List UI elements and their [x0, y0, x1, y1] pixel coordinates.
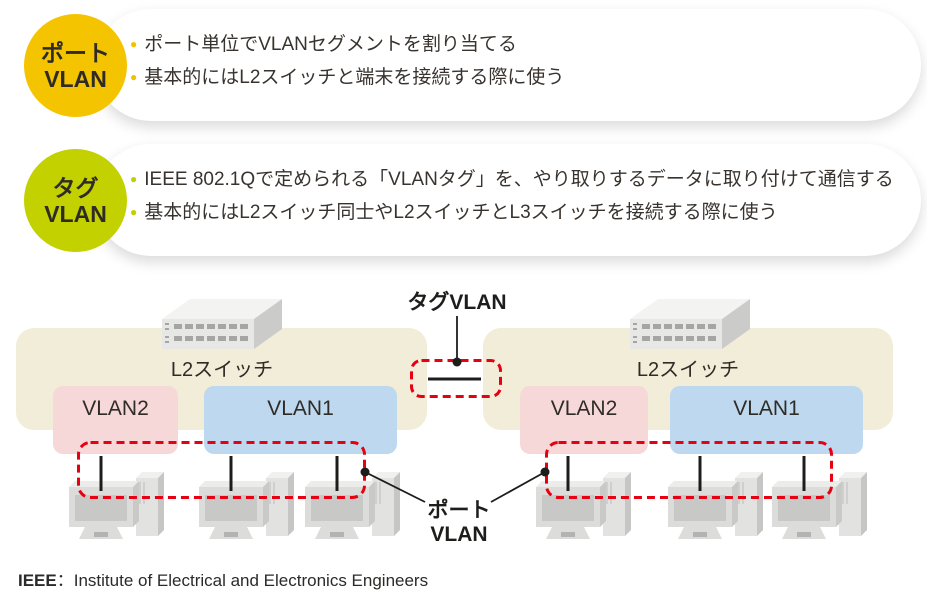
computer-illustration: [536, 472, 631, 539]
footnote-separator: ：: [56, 571, 74, 590]
bullet-item: ● 基本的にはL2スイッチと端末を接続する際に使う: [130, 61, 564, 94]
footnote: IEEE：Institute of Electrical and Electro…: [18, 566, 428, 591]
bullet-text: IEEE 802.1Qで定められる「VLANタグ」を、やり取りするデータに取り付…: [144, 169, 894, 190]
footnote-definition: Institute of Electrical and Electronics …: [73, 571, 429, 590]
port-vlan-label-line: ポート: [427, 499, 491, 522]
switch-ports: [633, 323, 716, 343]
port-vlan-info-card: ● ポート単位でVLANセグメントを割り当てる ● 基本的にはL2スイッチと端末を接…: [95, 9, 921, 121]
switch-illustration: [162, 299, 282, 349]
computer-illustration: [69, 472, 164, 539]
bullet-dot-icon: ●: [130, 70, 138, 84]
left-vlan2-box: VLAN2: [53, 386, 178, 454]
switch-ports: [165, 323, 248, 343]
port-vlan-diagram-label: ポート VLAN: [399, 499, 519, 547]
port-vlan-bullet-list: ● ポート単位でVLANセグメントを割り当てる ● 基本的にはL2スイッチと端末を接…: [130, 28, 564, 94]
badge-line: VLAN: [44, 65, 107, 92]
footnote-abbr: IEEE: [18, 571, 57, 590]
computer-illustration: [772, 472, 867, 539]
bullet-dot-icon: ●: [130, 205, 138, 219]
badge-line: ポート: [41, 39, 110, 66]
right-switch-label: L2スイッチ: [636, 359, 740, 381]
bullet-item: ● 基本的にはL2スイッチ同士やL2スイッチとL3スイッチを接続する際に使う: [130, 196, 894, 229]
tag-vlan-info-card: ● IEEE 802.1Qで定められる「VLANタグ」を、やり取りするデータに取り…: [95, 144, 921, 256]
badge-line: タグ: [52, 174, 99, 201]
tag-vlan-badge: タグ VLAN: [24, 149, 127, 252]
bullet-text: ポート単位でVLANセグメントを割り当てる: [144, 34, 517, 55]
right-vlan1-box: VLAN1: [670, 386, 863, 454]
computer-illustration: [305, 472, 400, 539]
bullet-text: 基本的にはL2スイッチ同士やL2スイッチとL3スイッチを接続する際に使う: [144, 202, 778, 223]
left-vlan1-box: VLAN1: [204, 386, 397, 454]
port-vlan-badge: ポート VLAN: [24, 14, 127, 117]
switch-illustration: [630, 299, 750, 349]
bullet-text: 基本的にはL2スイッチと端末を接続する際に使う: [144, 67, 565, 88]
port-vlan-label-line: VLAN: [430, 523, 488, 546]
bullet-item: ● IEEE 802.1Qで定められる「VLANタグ」を、やり取りするデータに取り…: [130, 163, 894, 196]
badge-line: VLAN: [44, 200, 107, 227]
bullet-dot-icon: ●: [130, 37, 138, 51]
right-vlan2-box: VLAN2: [520, 386, 648, 454]
tag-vlan-pointer-dot: [452, 357, 462, 367]
bullet-item: ● ポート単位でVLANセグメントを割り当てる: [130, 28, 564, 61]
tag-vlan-bullet-list: ● IEEE 802.1Qで定められる「VLANタグ」を、やり取りするデータに取り…: [130, 163, 894, 229]
bullet-dot-icon: ●: [130, 172, 138, 186]
computer-illustration: [668, 472, 763, 539]
tag-vlan-diagram-label: タグVLAN: [407, 291, 507, 314]
left-switch-label: L2スイッチ: [170, 359, 274, 381]
computer-illustration: [199, 472, 294, 539]
